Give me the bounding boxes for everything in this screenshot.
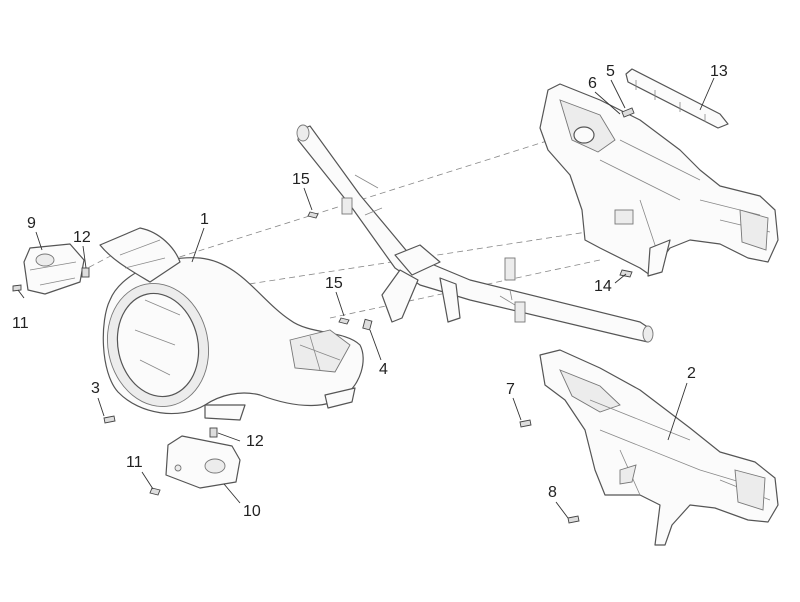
callout-11-upper: 11 bbox=[12, 315, 29, 332]
screw-11-upper bbox=[12, 284, 22, 292]
screw-6 bbox=[621, 107, 635, 118]
screw-7 bbox=[519, 419, 532, 428]
callout-13: 13 bbox=[710, 63, 728, 80]
assembly-guide-lines bbox=[79, 139, 601, 319]
left-small-cover bbox=[23, 243, 85, 295]
callout-12-upper: 12 bbox=[73, 229, 91, 246]
screw-3 bbox=[103, 415, 116, 424]
fasteners bbox=[12, 107, 635, 524]
clip-12-upper bbox=[81, 267, 90, 278]
handlebar-tube bbox=[296, 124, 654, 343]
callout-5: 5 bbox=[606, 63, 615, 80]
lower-cover bbox=[165, 435, 241, 489]
clip-4 bbox=[362, 318, 373, 331]
screw-11-lower bbox=[149, 487, 161, 496]
callout-10: 10 bbox=[243, 503, 261, 520]
callout-2: 2 bbox=[687, 365, 696, 382]
leader-lines bbox=[17, 77, 715, 519]
callout-15-lower: 15 bbox=[325, 275, 343, 292]
callout-8: 8 bbox=[548, 484, 557, 501]
callout-1: 1 bbox=[200, 211, 209, 228]
callout-12-lower: 12 bbox=[246, 433, 264, 450]
callout-6: 6 bbox=[588, 75, 597, 92]
rear-lower-cover bbox=[539, 349, 779, 546]
callout-14: 14 bbox=[594, 278, 612, 295]
callout-15-upper: 15 bbox=[292, 171, 310, 188]
screw-8 bbox=[567, 515, 580, 524]
screw-15-upper bbox=[307, 211, 319, 219]
screw-15-lower bbox=[338, 317, 350, 325]
callout-labels: 1 2 3 4 5 6 7 8 9 10 11 11 12 12 13 14 1… bbox=[12, 63, 728, 520]
front-handlebar-cover bbox=[99, 227, 364, 421]
callout-9: 9 bbox=[27, 215, 36, 232]
callout-11-lower: 11 bbox=[126, 454, 143, 471]
clip-12-lower bbox=[209, 427, 218, 438]
callout-4: 4 bbox=[379, 361, 388, 378]
rear-upper-cover bbox=[539, 83, 779, 277]
callout-7: 7 bbox=[506, 381, 515, 398]
clip-14 bbox=[619, 269, 633, 278]
trim-strip bbox=[625, 68, 729, 129]
callout-3: 3 bbox=[91, 380, 100, 397]
